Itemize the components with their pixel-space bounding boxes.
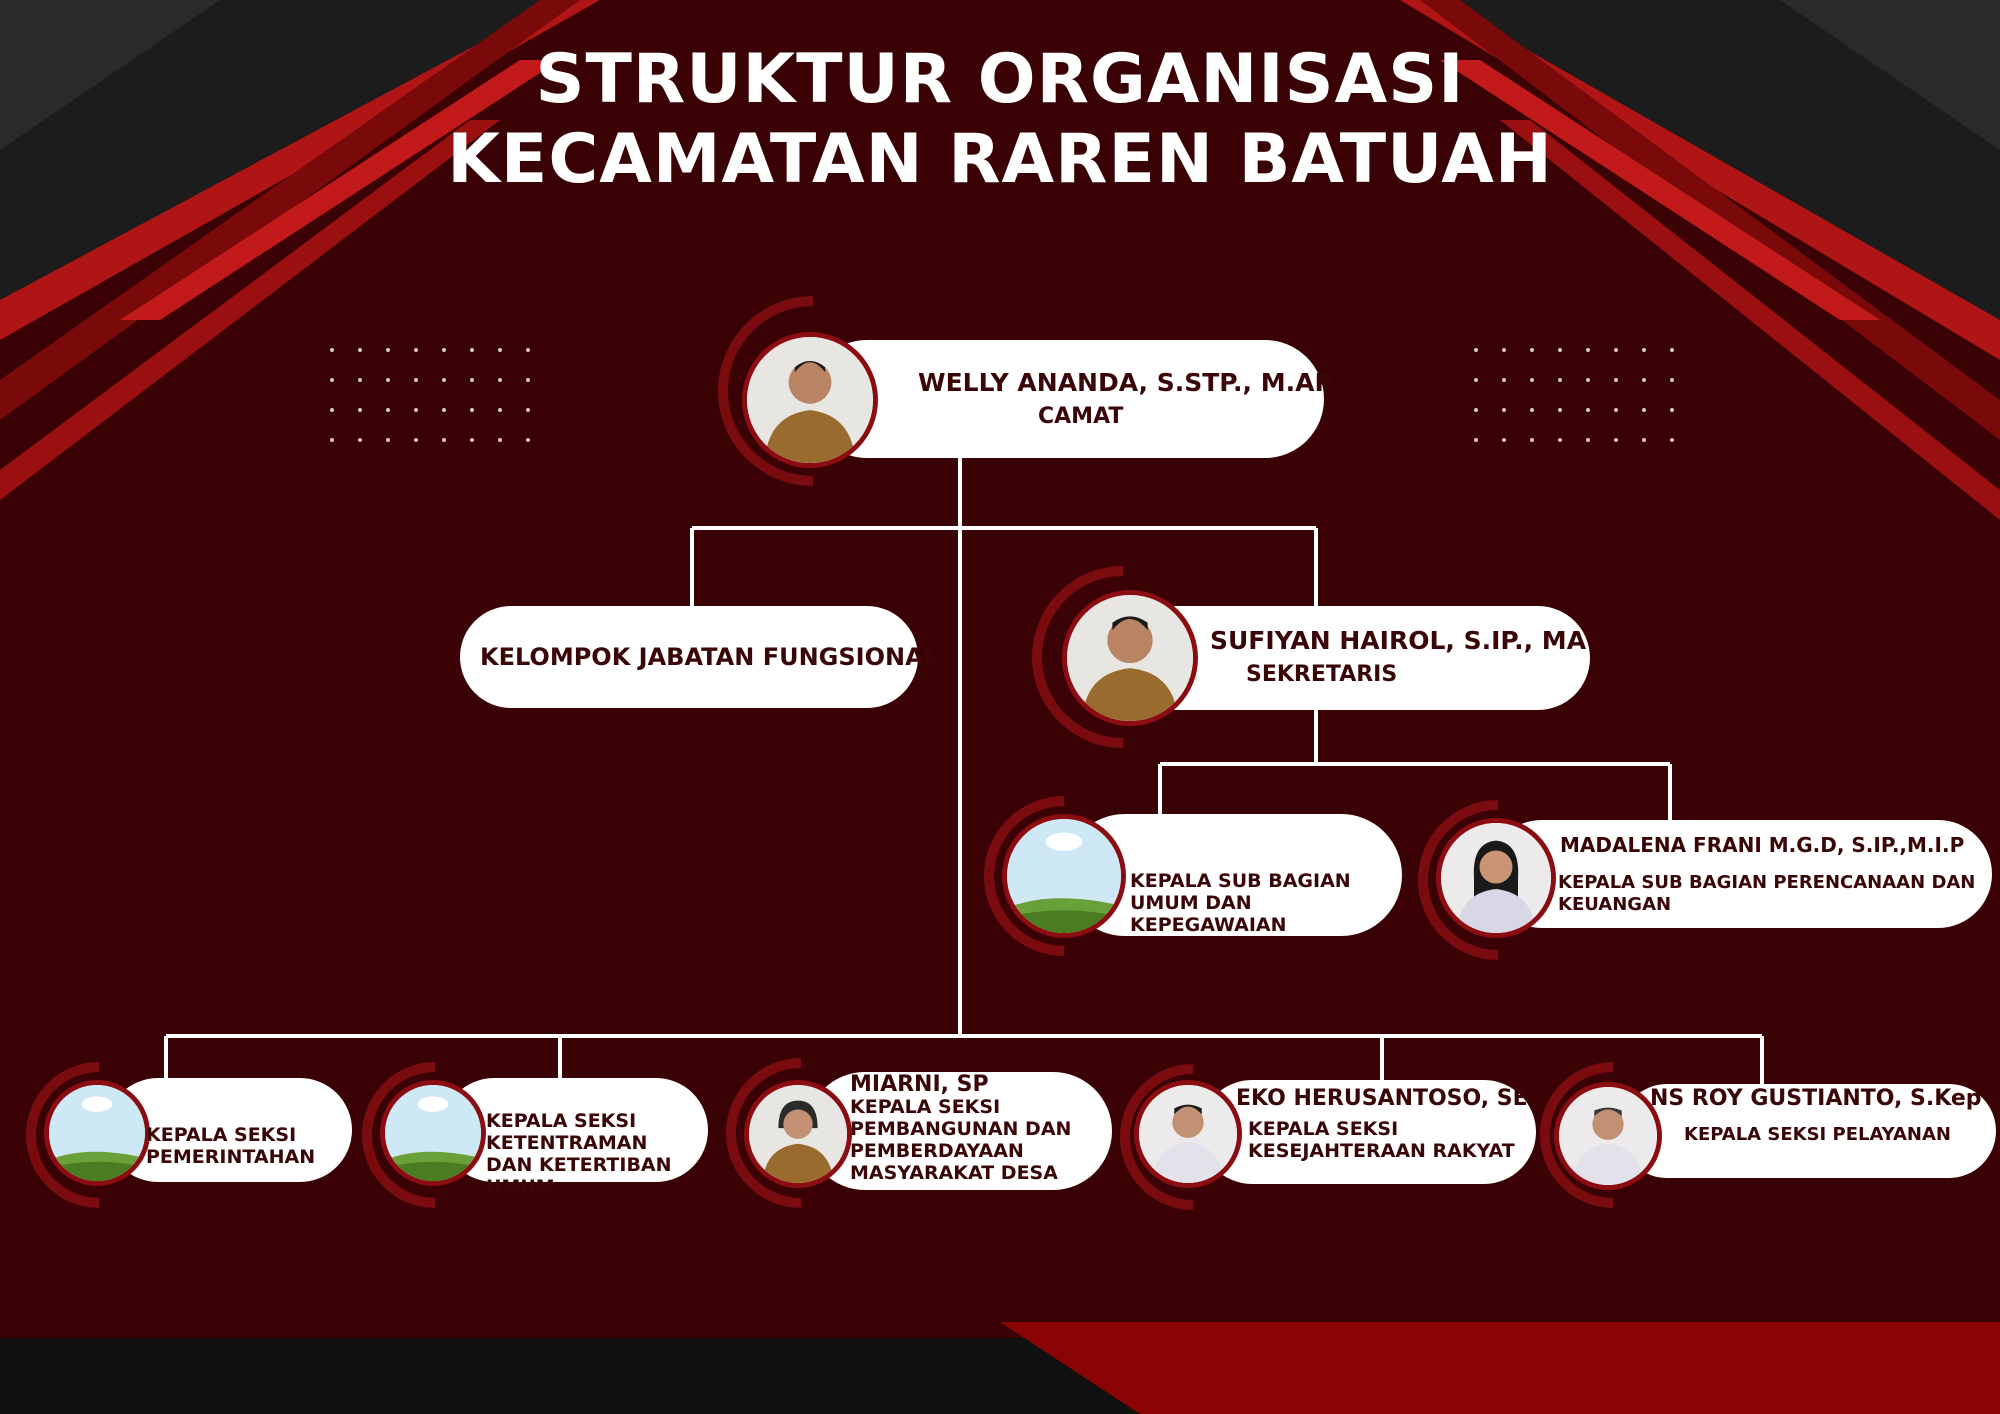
card-subbag-perencanaan[interactable]: MADALENA FRANI M.G.D, S.IP.,M.I.P KEPALA… — [1384, 766, 1994, 994]
dot-pattern-left — [330, 348, 554, 468]
card-fungsional[interactable]: KELOMPOK JABATAN FUNGSIONAL — [460, 606, 939, 708]
subbag-perencanaan-role: KEPALA SUB BAGIAN PERENCANAAN DAN KEUANG… — [1558, 872, 1976, 915]
avatar — [380, 1080, 486, 1186]
camat-role: CAMAT — [1038, 404, 1124, 429]
fungsional-label: KELOMPOK JABATAN FUNGSIONAL — [480, 643, 939, 671]
card-subbag-umum[interactable]: KEPALA SUB BAGIAN UMUM DAN KEPEGAWAIAN — [950, 762, 1404, 990]
card-seksi-pembangunan[interactable]: MIARNI, SP KEPALA SEKSI PEMBANGUNAN DAN … — [694, 1026, 1116, 1240]
avatar — [742, 332, 878, 468]
sekretaris-role: SEKRETARIS — [1246, 662, 1398, 687]
avatar — [1002, 814, 1126, 938]
card-background — [806, 1072, 1112, 1190]
card-background — [808, 340, 1324, 458]
dot-pattern-right — [1474, 348, 1698, 468]
avatar — [1134, 1080, 1242, 1188]
person-photo-icon — [1067, 595, 1193, 721]
card-seksi-pemerintahan[interactable]: KEPALA SEKSI PEMERINTAHAN — [0, 1031, 356, 1239]
card-background — [1620, 1084, 1996, 1178]
card-seksi-kesra[interactable]: EKO HERUSANTOSO, SE KEPALA SEKSI KESEJAH… — [1089, 1033, 1540, 1241]
seksi-pemerintahan-role: KEPALA SEKSI PEMERINTAHAN — [146, 1124, 316, 1168]
sekretaris-name: SUFIYAN HAIROL, S.IP., MA — [1210, 626, 1587, 655]
subbag-umum-role: KEPALA SUB BAGIAN UMUM DAN KEPEGAWAIAN — [1130, 870, 1351, 936]
card-background — [1488, 820, 1992, 928]
avatar — [744, 1080, 852, 1188]
card-seksi-ketentraman[interactable]: KEPALA SEKSI KETENTRAMAN DAN KETERTIBAN … — [331, 1031, 712, 1239]
seksi-pelayanan-role: KEPALA SEKSI PELAYANAN — [1684, 1124, 1951, 1145]
card-background — [1122, 606, 1590, 710]
card-background — [1200, 1080, 1536, 1184]
seksi-kesra-role: KEPALA SEKSI KESEJAHTERAAN RAKYAT — [1248, 1118, 1515, 1162]
placeholder-photo-icon — [1007, 819, 1121, 933]
seksi-pembangunan-name: MIARNI, SP — [850, 1072, 989, 1097]
seksi-pembangunan-role: KEPALA SEKSI PEMBANGUNAN DAN PEMBERDAYAA… — [850, 1096, 1072, 1184]
page-title-line-2: KECAMATAN RAREN BATUAH — [447, 120, 1553, 199]
card-sekretaris[interactable]: SUFIYAN HAIROL, S.IP., MA SEKRETARIS — [994, 528, 1592, 786]
card-camat[interactable]: WELLY ANANDA, S.STP., M.AP CAMAT — [678, 256, 1333, 526]
avatar — [1554, 1082, 1662, 1190]
person-photo-icon — [1441, 823, 1551, 933]
person-photo-icon — [749, 1085, 847, 1183]
avatar — [1062, 590, 1198, 726]
card-background — [442, 1078, 708, 1182]
placeholder-photo-icon — [49, 1085, 145, 1181]
seksi-ketentraman-role: KEPALA SEKSI KETENTRAMAN DAN KETERTIBAN … — [486, 1110, 672, 1198]
avatar — [1436, 818, 1556, 938]
seksi-pelayanan-name: NS ROY GUSTIANTO, S.Kep — [1650, 1086, 1982, 1111]
person-photo-icon — [747, 337, 873, 463]
camat-name: WELLY ANANDA, S.STP., M.AP — [918, 368, 1333, 397]
page-title-line-1: STRUKTUR ORGANISASI — [535, 40, 1465, 119]
avatar — [44, 1080, 150, 1186]
placeholder-photo-icon — [385, 1085, 481, 1181]
card-seksi-pelayanan[interactable]: NS ROY GUSTIANTO, S.Kep KEPALA SEKSI PEL… — [1509, 1031, 1998, 1239]
seksi-kesra-name: EKO HERUSANTOSO, SE — [1236, 1086, 1528, 1111]
subbag-perencanaan-name: MADALENA FRANI M.G.D, S.IP.,M.I.P — [1560, 833, 1965, 857]
card-background — [460, 606, 918, 708]
person-photo-icon — [1559, 1087, 1657, 1185]
person-photo-icon — [1139, 1085, 1237, 1183]
